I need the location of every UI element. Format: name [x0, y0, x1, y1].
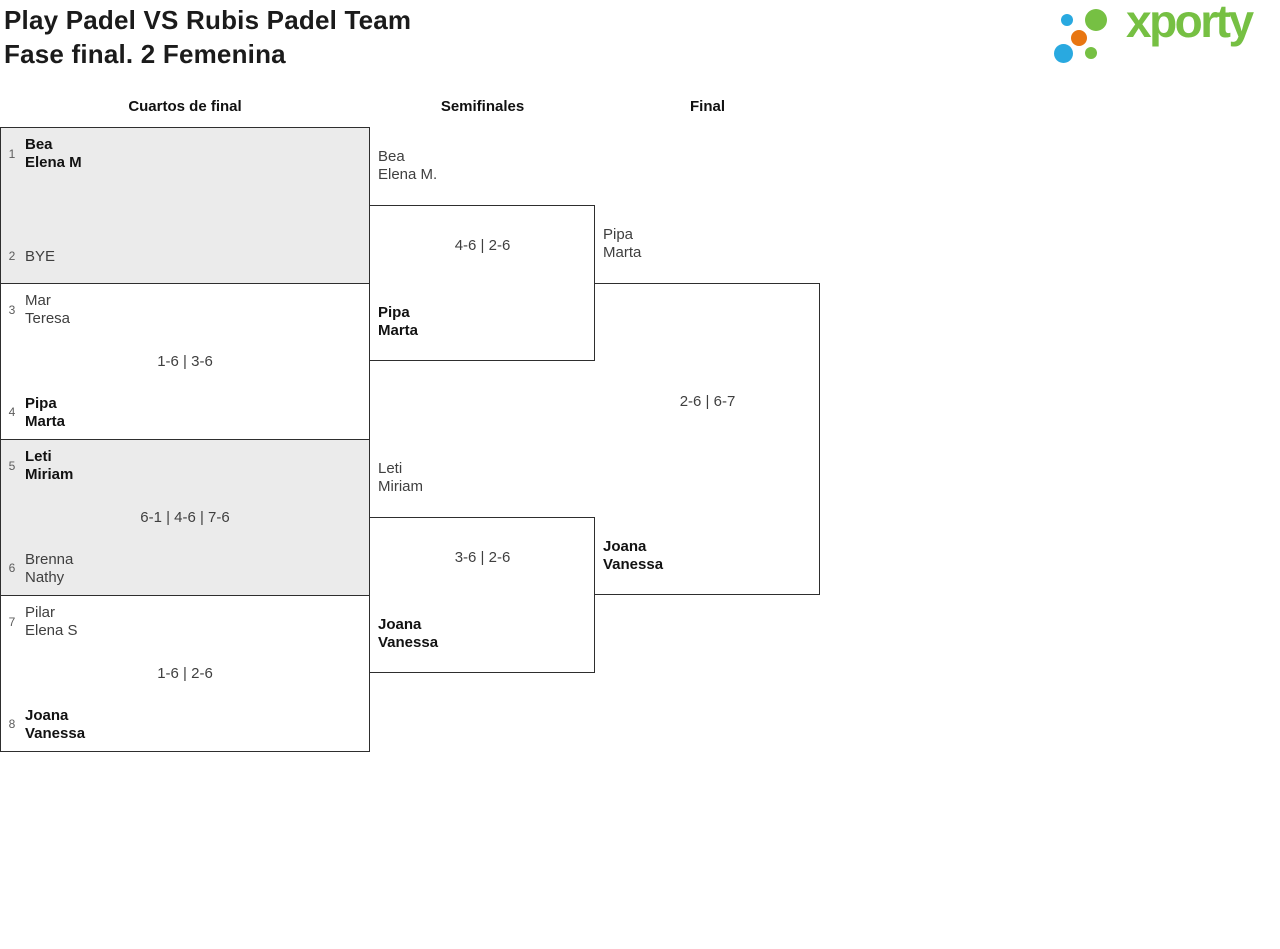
player-name: Joana [378, 616, 422, 633]
final-match [595, 283, 820, 595]
round-header-final: Final [689, 98, 725, 115]
final-score: 2-6 | 6-7 [679, 393, 736, 410]
qf4-team-b: Joana Vanessa [25, 707, 85, 743]
player-name: Miriam [25, 466, 74, 483]
qf2-team-b: Pipa Marta [25, 395, 65, 431]
qf3-seed-b: 6 [8, 561, 16, 575]
logo-dot-green-small [1085, 47, 1097, 59]
player-name: Teresa [25, 310, 71, 327]
player-name: Bea [25, 136, 53, 153]
qf1-team-b: BYE [25, 248, 55, 266]
round-header-semifinals: Semifinales [440, 98, 525, 115]
qf2-team-a: Mar Teresa [25, 292, 70, 328]
sf-match-1 [370, 205, 595, 361]
xporty-logo[interactable]: xporty [1050, 0, 1280, 72]
sf1-team-b: Pipa Marta [378, 304, 418, 340]
player-name: Vanessa [603, 556, 664, 573]
qf1-seed-a: 1 [8, 147, 16, 161]
player-name: Brenna [25, 551, 74, 568]
player-name: Marta [603, 244, 642, 261]
logo-dot-blue-small [1061, 14, 1073, 26]
sf2-score: 3-6 | 2-6 [454, 549, 511, 566]
qf4-score: 1-6 | 2-6 [157, 665, 213, 682]
sf2-team-b: Joana Vanessa [378, 616, 438, 652]
player-name: Pipa [378, 304, 410, 321]
player-name: Leti [25, 448, 52, 465]
page-title-line1: Play Padel VS Rubis Padel Team [4, 5, 412, 35]
player-name: Joana [603, 538, 647, 555]
player-name: Bea [378, 148, 405, 165]
qf-match-3 [0, 439, 370, 596]
page-title-line2: Fase final. 2 Femenina [4, 39, 286, 69]
qf-match-4 [0, 595, 370, 752]
sf2-team-a: Leti Miriam [378, 460, 423, 496]
sf1-score: 4-6 | 2-6 [454, 237, 511, 254]
player-name: Miriam [378, 478, 423, 495]
logo-dot-blue-large [1054, 44, 1073, 63]
player-name: Pilar [25, 604, 56, 621]
qf-match-1 [0, 127, 370, 284]
player-name: Joana [25, 707, 69, 724]
player-name: Elena M [25, 154, 82, 171]
player-name: BYE [25, 248, 56, 265]
player-name: Marta [378, 322, 419, 339]
final-team-a: Pipa Marta [603, 226, 641, 262]
player-name: Vanessa [378, 634, 439, 651]
player-name: Leti [378, 460, 403, 477]
qf3-team-b: Brenna Nathy [25, 551, 73, 587]
logo-dot-green-large [1085, 9, 1107, 31]
final-team-b: Joana Vanessa [603, 538, 663, 574]
qf2-seed-a: 3 [8, 303, 16, 317]
player-name: Mar [25, 292, 51, 309]
qf4-seed-b: 8 [8, 717, 16, 731]
qf3-team-a: Leti Miriam [25, 448, 73, 484]
player-name: Elena M. [378, 166, 438, 183]
player-name: Pipa [603, 226, 634, 243]
qf2-score: 1-6 | 3-6 [157, 353, 213, 370]
qf3-seed-a: 5 [8, 459, 16, 473]
qf2-seed-b: 4 [8, 405, 16, 419]
player-name: Marta [25, 413, 66, 430]
player-name: Vanessa [25, 725, 86, 742]
xporty-wordmark: xporty [1126, 0, 1254, 47]
player-name: Elena S [25, 622, 78, 639]
logo-dot-orange [1071, 30, 1087, 46]
player-name: Pipa [25, 395, 57, 412]
round-header-quarterfinals: Cuartos de final [128, 98, 242, 115]
sf-match-2 [370, 517, 595, 673]
qf4-team-a: Pilar Elena S [25, 604, 78, 640]
qf4-seed-a: 7 [8, 615, 16, 629]
player-name: Nathy [25, 569, 65, 586]
qf3-score: 6-1 | 4-6 | 7-6 [140, 509, 230, 526]
qf1-seed-b: 2 [8, 249, 16, 263]
sf1-team-a: Bea Elena M. [378, 148, 437, 184]
qf1-team-a: Bea Elena M [25, 136, 82, 172]
page-title: Play Padel VS Rubis Padel Team Fase fina… [4, 3, 411, 71]
